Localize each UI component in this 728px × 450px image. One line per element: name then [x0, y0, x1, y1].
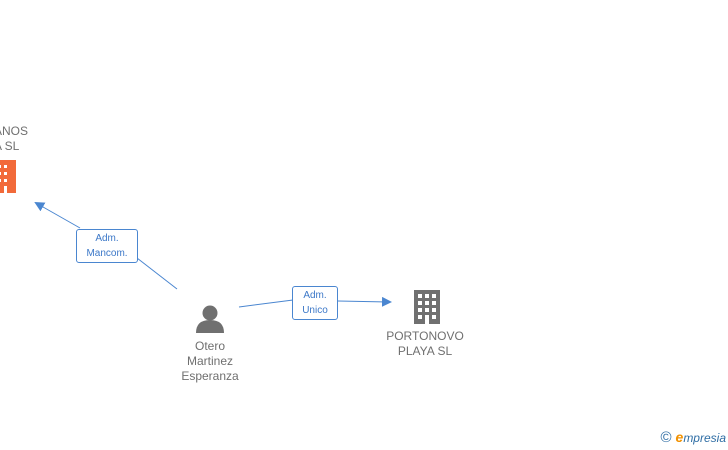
person-name-line3: Esperanza — [181, 369, 239, 383]
edge-label-adm-mancom[interactable]: Adm. Mancom. — [76, 229, 138, 263]
right-company-label[interactable]: PORTONOVO PLAYA SL — [377, 329, 473, 359]
copyright-symbol: © — [660, 429, 672, 446]
person-name-line2: Martinez — [186, 354, 233, 368]
edge-person-to-right-company — [238, 300, 390, 307]
person-name-line1: Otero — [194, 339, 225, 353]
building-icon[interactable] — [0, 160, 16, 193]
edge-label-line1: Adm. — [303, 290, 327, 301]
edge-label-line2: Unico — [302, 305, 328, 316]
edge-person-to-left-company — [36, 203, 178, 290]
person-icon[interactable] — [196, 305, 224, 334]
empresia-logo-letter: e — [675, 429, 684, 445]
edge-label-line1: Adm. — [95, 233, 119, 244]
left-company-name-line1: ANOS — [0, 124, 29, 138]
empresia-watermark: ©empresia — [660, 429, 726, 446]
right-company-name-line2: PLAYA SL — [397, 344, 453, 358]
building-icon[interactable] — [414, 290, 440, 324]
person-label[interactable]: Otero Martinez Esperanza — [168, 339, 252, 384]
edge-label-adm-unico[interactable]: Adm. Unico — [292, 286, 338, 320]
right-company-name-line1: PORTONOVO — [386, 329, 464, 343]
left-company-label[interactable]: ANOS A SL — [0, 124, 44, 154]
empresia-logo-text: mpresia — [683, 431, 726, 445]
left-company-name-line2: A SL — [0, 139, 20, 153]
edge-label-line2: Mancom. — [86, 248, 128, 259]
